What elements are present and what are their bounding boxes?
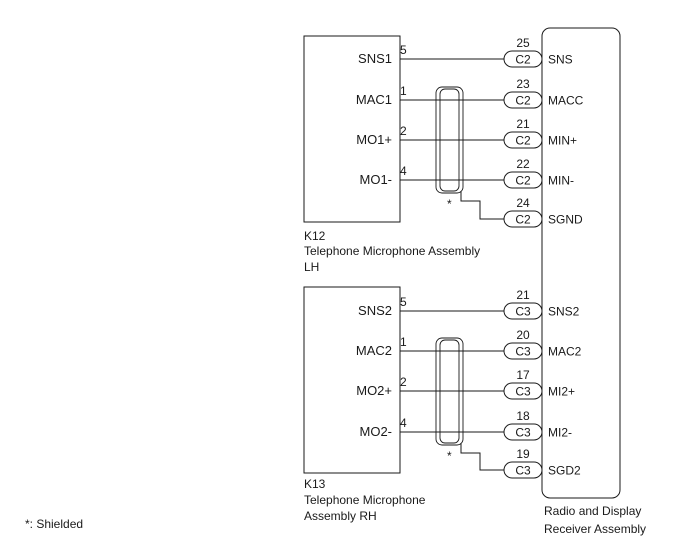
k13-pin-number: 2 [400, 375, 407, 389]
k12-radio-pin-label: MIN+ [548, 134, 577, 148]
k13-radio-pin-label: MI2- [548, 426, 572, 440]
k13-pin-label: SNS2 [358, 303, 392, 318]
k12-connector-label: C2 [515, 53, 531, 67]
k13-radio-pin-label: MAC2 [548, 345, 582, 359]
k13-ground-connector-pin: 19 [516, 447, 530, 461]
k12-shield-inner [439, 88, 460, 192]
k13-pin-number: 4 [400, 416, 407, 430]
k13-name-line2: Assembly RH [304, 509, 377, 523]
k12-shield-marker: * [447, 197, 452, 211]
k13-pin-label: MO2- [360, 424, 393, 439]
k13-connector-label: C3 [515, 426, 531, 440]
k12-pin-label: MO1- [360, 172, 393, 187]
k12-connector [503, 171, 543, 189]
k13-shield-inner [439, 339, 460, 444]
k12-code: K12 [304, 229, 326, 243]
k13-pin-label: MAC2 [356, 343, 392, 358]
k12-pin-number: 5 [400, 43, 407, 57]
k13-connections: SNS25C321SNS2MAC21C320MAC2MO2+2C317MI2+M… [356, 288, 582, 479]
k12-name-line1: Telephone Microphone Assembly [304, 244, 480, 258]
k12-connector-pin: 25 [516, 36, 530, 50]
k12-pin-number: 1 [400, 84, 407, 98]
shielded-footnote: *: Shielded [25, 517, 83, 531]
k13-connector [503, 302, 543, 320]
k13-name-line1: Telephone Microphone [304, 493, 426, 507]
k12-pin-number: 2 [400, 124, 407, 138]
k13-connector-pin: 18 [516, 409, 530, 423]
k12-pin-label: SNS1 [358, 51, 392, 66]
k12-radio-pin-label: MIN- [548, 174, 574, 188]
k12-pin-number: 4 [400, 164, 407, 178]
k12-ground-connector-label: C2 [515, 213, 531, 227]
k13-drain-wire [460, 443, 504, 471]
k12-name-line2: LH [304, 260, 319, 274]
radio-receiver-box [541, 27, 621, 499]
k13-radio-pin-label: SNS2 [548, 305, 580, 319]
k12-connections: SNS15C225SNSMAC11C223MACCMO1+2C221MIN+MO… [356, 36, 584, 228]
k12-connector-label: C2 [515, 174, 531, 188]
k12-connector-pin: 22 [516, 157, 530, 171]
k13-ground-radio-label: SGD2 [548, 464, 581, 478]
k13-shield-marker: * [447, 449, 452, 463]
k12-radio-pin-label: SNS [548, 53, 573, 67]
k12-connector-label: C2 [515, 94, 531, 108]
k13-connector [503, 423, 543, 441]
k12-box [303, 35, 401, 223]
radio-receiver-name-line2: Receiver Assembly [544, 522, 646, 536]
k13-ground-connector-label: C3 [515, 464, 531, 478]
k13-pin-number: 5 [400, 295, 407, 309]
k13-connector-pin: 17 [516, 368, 530, 382]
k13-radio-pin-label: MI2+ [548, 385, 575, 399]
k13-connector [503, 382, 543, 400]
k13-connector-pin: 20 [516, 328, 530, 342]
k12-connector-pin: 21 [516, 117, 530, 131]
radio-receiver-name-line1: Radio and Display [544, 504, 641, 518]
k12-shield-outer [435, 86, 464, 194]
k12-radio-pin-label: MACC [548, 94, 584, 108]
k12-drain-wire [460, 191, 504, 220]
k13-connector-label: C3 [515, 385, 531, 399]
k13-connector [503, 342, 543, 360]
k12-connector [503, 50, 543, 68]
k12-connector [503, 91, 543, 109]
k12-ground-connector-pin: 24 [516, 196, 530, 210]
k13-connector-label: C3 [515, 305, 531, 319]
k13-shield-outer [435, 337, 464, 446]
k12-ground-radio-label: SGND [548, 213, 583, 227]
k12-pin-label: MO1+ [356, 132, 392, 147]
k13-pin-number: 1 [400, 335, 407, 349]
k13-box [303, 286, 401, 474]
k13-connector-label: C3 [515, 345, 531, 359]
k12-pin-label: MAC1 [356, 92, 392, 107]
k13-code: K13 [304, 477, 326, 491]
k13-pin-label: MO2+ [356, 383, 392, 398]
k12-connector [503, 131, 543, 149]
k12-connector-pin: 23 [516, 77, 530, 91]
k13-connector-pin: 21 [516, 288, 530, 302]
k12-connector-label: C2 [515, 134, 531, 148]
